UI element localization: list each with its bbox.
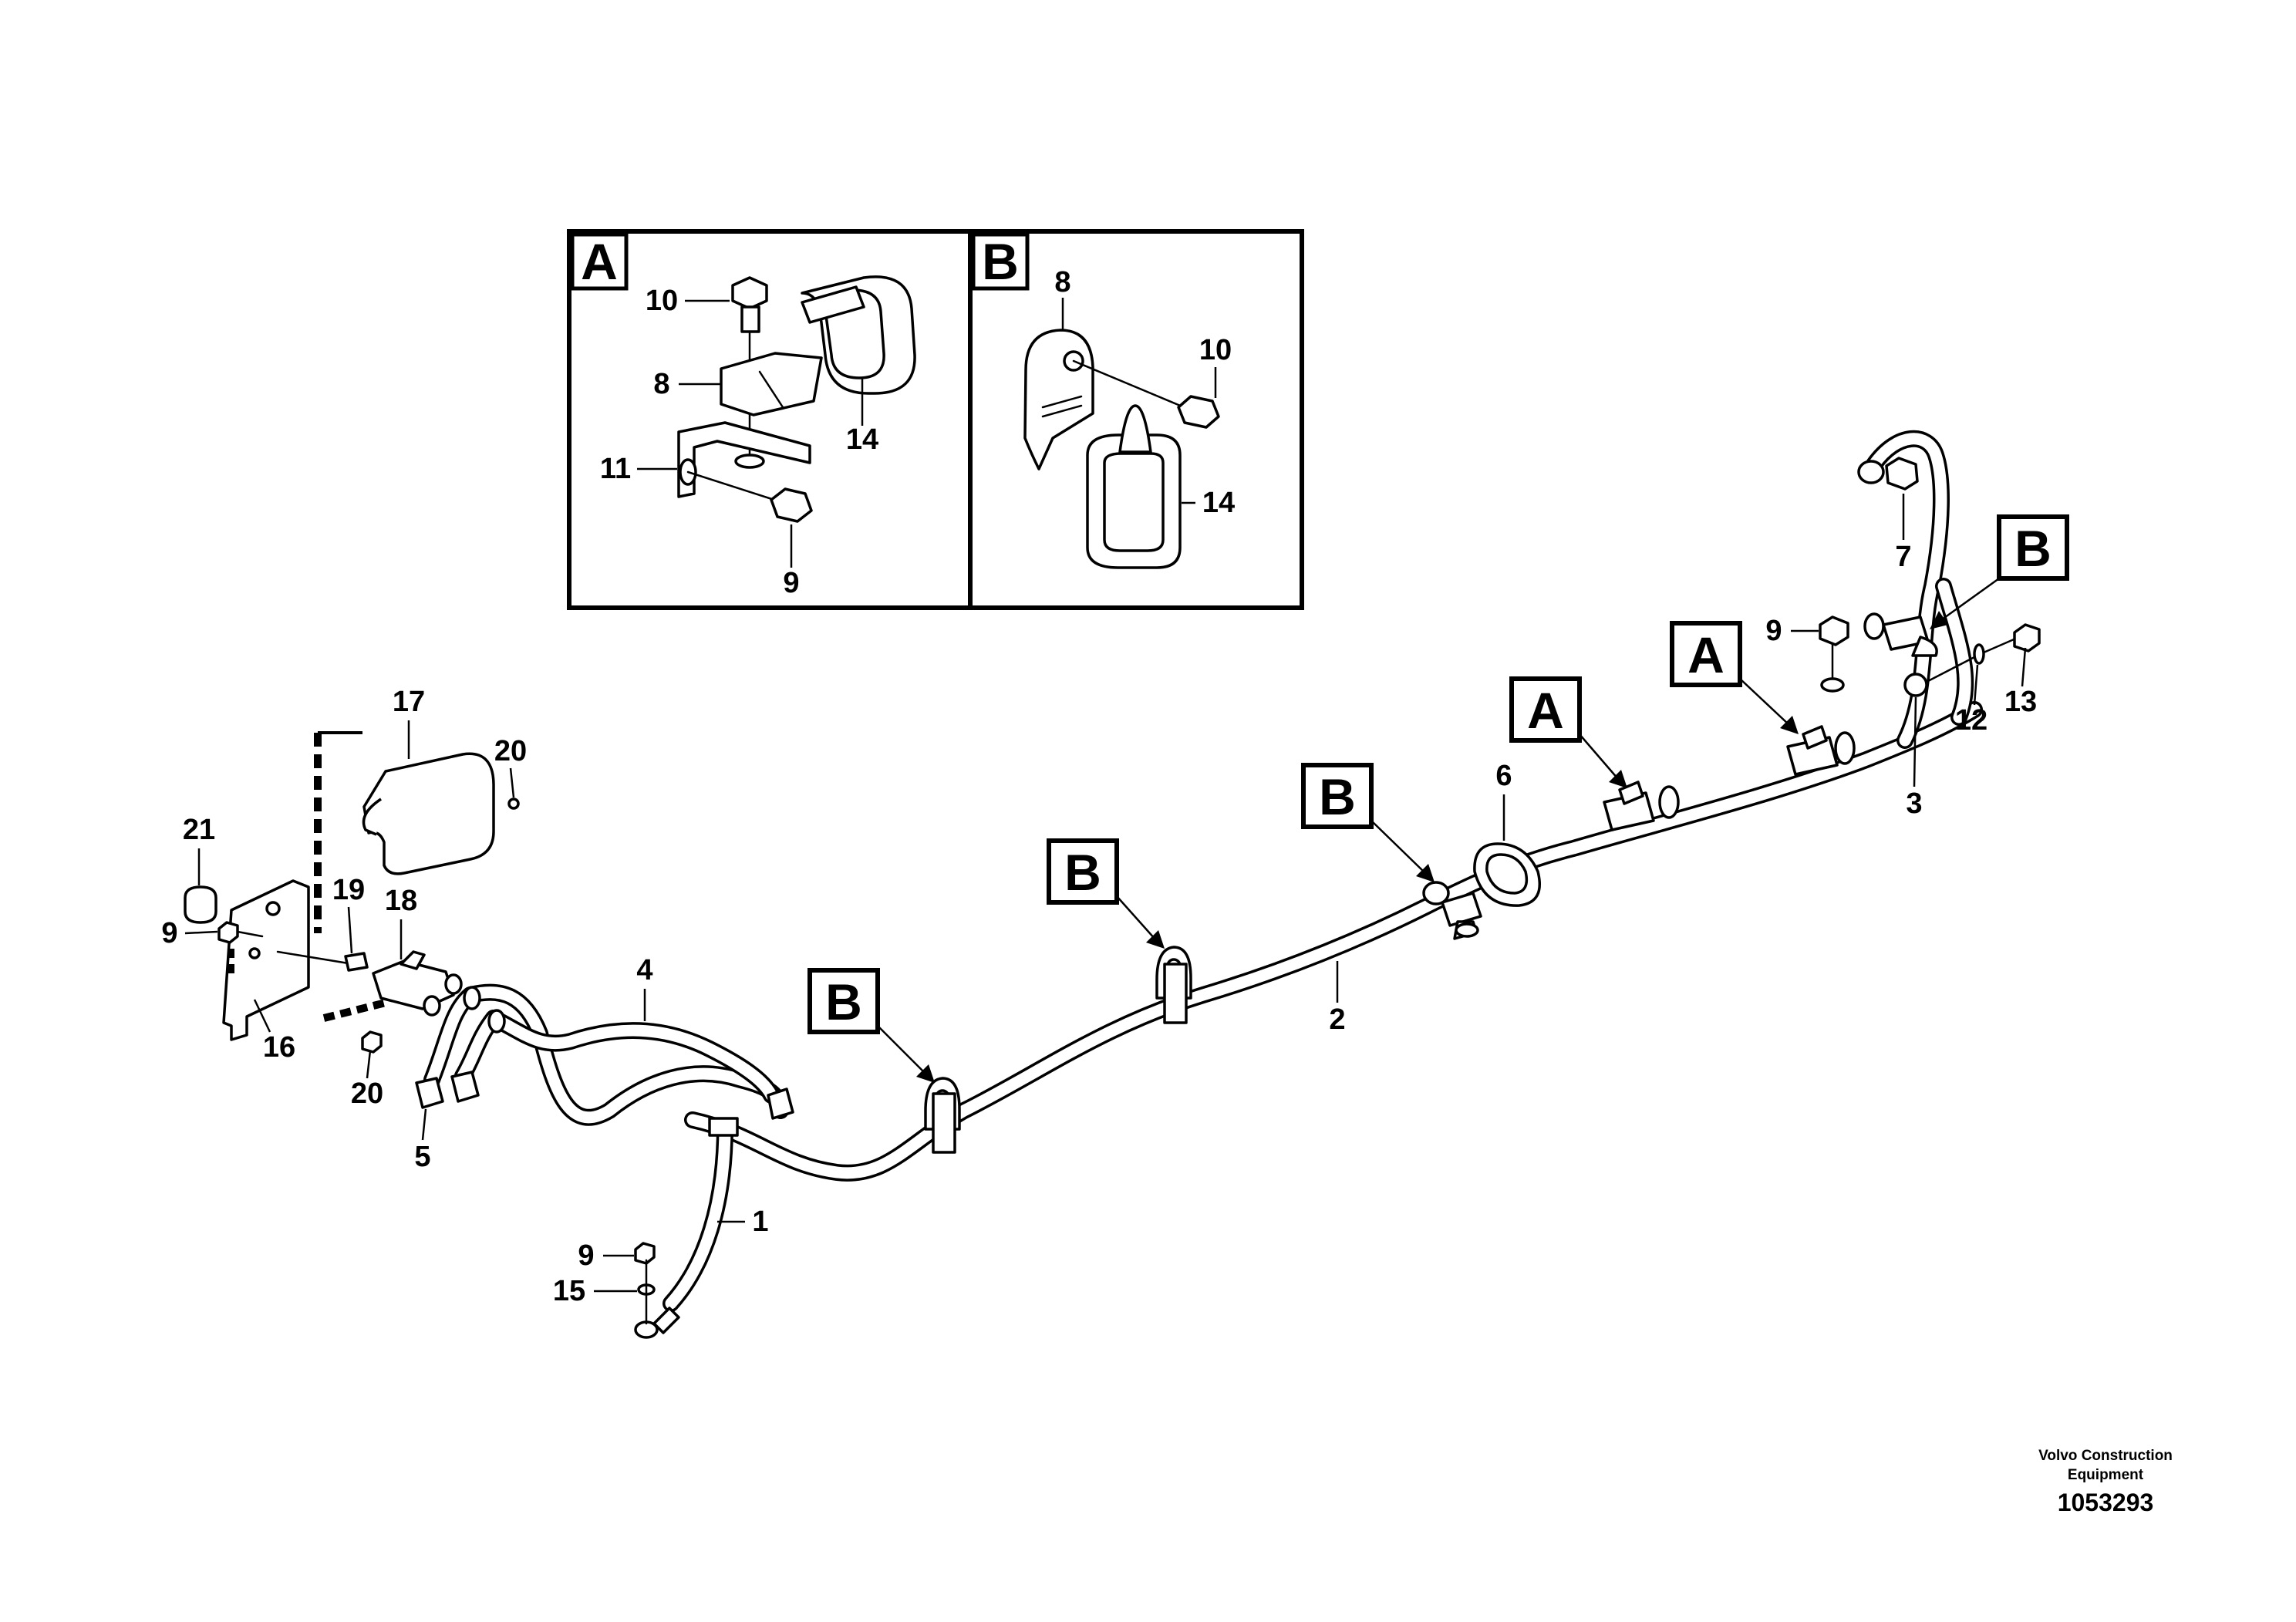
callout-9-right: 9 [1765, 615, 1782, 647]
view-tag-b-4-letter: B [2014, 520, 2052, 577]
company-name: Volvo Construction Equipment [2005, 1446, 2206, 1485]
cover-17 [362, 752, 495, 875]
view-tag-b-3-letter: B [1319, 768, 1356, 825]
clamp-b-4 [1863, 612, 1938, 657]
view-tag-b-1: B [807, 968, 935, 1083]
callout-21: 21 [183, 814, 215, 846]
callout-20-bottom: 20 [351, 1077, 383, 1110]
drawing-number: 1053293 [2057, 1489, 2154, 1516]
detail-inset: A 10 8 11 9 [567, 229, 1304, 610]
clamp-a-2 [1786, 725, 1856, 776]
callout-7: 7 [1895, 541, 1911, 573]
battery-switch-18 [372, 950, 463, 1017]
detail-view-a-letter: A [581, 233, 618, 290]
view-tag-b-2-letter: B [1064, 844, 1101, 901]
callouts-main: 17 20 21 19 18 9 16 20 4 5 1 9 15 2 6 9 … [161, 494, 2037, 1307]
view-tag-b-2: B [1047, 838, 1165, 949]
callout-a-9: 9 [783, 567, 799, 599]
battery-bracket-16 [222, 879, 310, 1041]
hose-assembly [184, 430, 2041, 1339]
callout-b-14: 14 [1202, 487, 1235, 519]
detail-view-b-letter: B [982, 233, 1019, 290]
callout-5: 5 [414, 1141, 430, 1173]
detail-view-b: B 8 10 14 [971, 232, 1235, 569]
callout-19: 19 [332, 874, 365, 906]
view-tag-a-2-letter: A [1687, 626, 1725, 683]
callout-2: 2 [1329, 1003, 1345, 1036]
callout-b-10: 10 [1199, 334, 1232, 366]
callout-a-11: 11 [600, 453, 631, 485]
clamp-b-3 [1422, 881, 1482, 940]
view-tag-b-1-letter: B [825, 973, 862, 1030]
callout-9-left: 9 [161, 917, 177, 949]
grommet-6 [1473, 842, 1542, 907]
view-tag-b-4: B [1930, 514, 2069, 629]
callout-3: 3 [1906, 787, 1922, 820]
callout-4: 4 [636, 954, 652, 986]
view-tag-b-3: B [1301, 763, 1435, 882]
callout-b-8: 8 [1054, 266, 1070, 298]
callout-20-top: 20 [494, 735, 527, 767]
view-tag-a-2: A [1670, 621, 1799, 734]
callout-13: 13 [2004, 686, 2037, 718]
callout-a-10: 10 [646, 285, 678, 317]
callout-a-8: 8 [653, 368, 669, 400]
callout-6: 6 [1495, 760, 1512, 792]
detail-view-a: A 10 8 11 9 [570, 232, 916, 599]
clamp-b-2 [1155, 946, 1192, 1024]
view-tag-a-1: A [1509, 676, 1627, 788]
callout-1: 1 [752, 1206, 768, 1238]
callout-18: 18 [385, 885, 417, 917]
callout-16: 16 [263, 1031, 295, 1064]
callout-17: 17 [393, 686, 425, 718]
callout-12: 12 [1955, 704, 1988, 737]
company-name-line1: Volvo Construction [2038, 1448, 2173, 1464]
callout-15: 15 [553, 1275, 585, 1307]
clamp-a-1 [1603, 781, 1680, 831]
callout-a-14: 14 [846, 423, 878, 456]
view-tag-a-1-letter: A [1527, 682, 1564, 739]
company-name-line2: Equipment [2067, 1467, 2144, 1483]
callout-9-hose1: 9 [578, 1239, 594, 1272]
clamp-b-1 [924, 1077, 961, 1154]
